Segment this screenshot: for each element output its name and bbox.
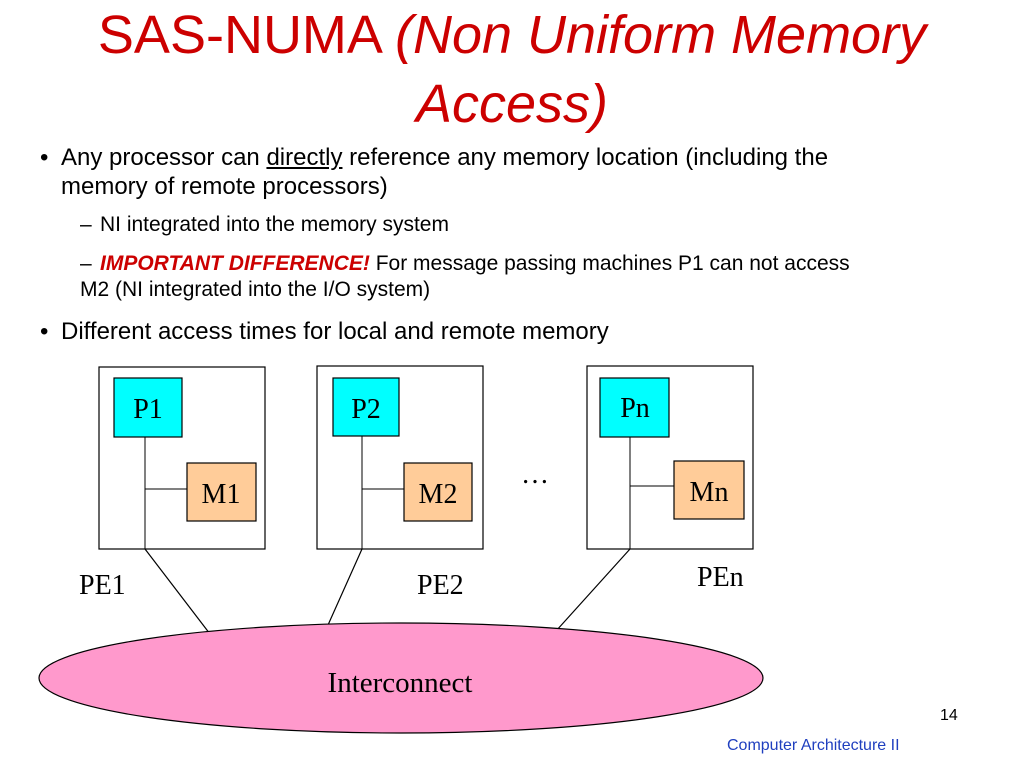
bullet-2: Different access times for local and rem…	[61, 318, 609, 345]
interconnect-label: Interconnect	[328, 667, 473, 699]
sub-bullet-2-line-2: M2 (NI integrated into the I/O system)	[80, 278, 431, 301]
pen-group: Pn Mn	[586, 365, 754, 550]
ellipsis: …	[521, 459, 549, 490]
dash-glyph-1: –	[80, 213, 92, 236]
sub-bullet-1: NI integrated into the memory system	[100, 213, 449, 236]
title-italic-a: (Non Uniform Memory	[394, 5, 927, 65]
bullet-1-underlined: directly	[266, 144, 343, 171]
memory-m2	[403, 462, 473, 522]
bullet-1-line-2: memory of remote processors)	[61, 173, 388, 200]
processor-pn	[599, 377, 670, 438]
pe1-label: PE1	[79, 570, 126, 601]
title-main: SAS-NUMA	[97, 5, 380, 65]
memory-m1	[186, 462, 257, 522]
processor-p2	[332, 377, 400, 437]
dash-glyph-2: –	[80, 252, 92, 275]
bullet-glyph-1: •	[40, 144, 49, 171]
processor-p1-label: P1	[133, 394, 163, 425]
bullet-list: • Any processor can directly reference a…	[0, 0, 1024, 360]
important-difference: IMPORTANT DIFFERENCE!	[100, 252, 370, 275]
bullet-1: Any processor can directly reference any…	[61, 143, 828, 172]
interconnect-ellipse	[38, 622, 764, 734]
pe1-group: P1 M1	[98, 366, 266, 550]
pen-label: PEn	[697, 562, 744, 593]
processor-pn-label: Pn	[620, 393, 650, 424]
bullet-glyph-2: •	[40, 318, 49, 345]
memory-mn-label: Mn	[690, 477, 729, 508]
link-pe2	[327, 548, 363, 626]
memory-m1-label: M1	[202, 479, 241, 510]
processor-p2-label: P2	[351, 394, 381, 425]
sub-bullet-2: IMPORTANT DIFFERENCE! For message passin…	[100, 251, 850, 276]
title-italic-b: Access)	[415, 74, 609, 134]
title-line-1: SAS-NUMA (Non Uniform Memory	[0, 6, 1024, 64]
link-pe1	[144, 548, 211, 635]
memory-m2-label: M2	[419, 479, 458, 510]
processor-p1	[113, 377, 183, 438]
course-name: Computer Architecture II	[727, 737, 900, 754]
sub-bullet-2-rest: For message passing machines P1 can not …	[369, 252, 850, 275]
page-number: 14	[940, 707, 958, 724]
link-pen	[555, 548, 631, 632]
bullet-1-pre: Any processor can	[61, 144, 267, 171]
memory-mn	[673, 460, 745, 520]
pe2-group: P2 M2	[316, 365, 484, 550]
pe2-label: PE2	[417, 570, 464, 601]
bullet-1-post: reference any memory location (including…	[342, 144, 829, 171]
